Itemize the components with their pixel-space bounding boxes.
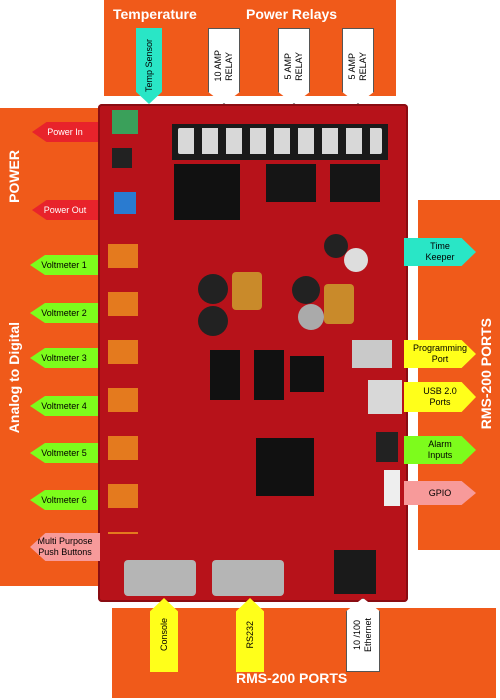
usb-line1: USB 2.0 [423,386,457,396]
capacitor-5 [324,234,348,258]
power-out-connector [114,192,136,214]
usb-line2: Ports [429,397,451,407]
capacitor-1 [198,274,228,304]
console-label: Console [150,598,178,672]
power-relays-title: Power Relays [246,6,338,22]
voltmeter-4-label: Voltmeter 4 [30,396,98,416]
push-buttons-line2: Push Buttons [38,547,92,557]
relay-5amp-1-line1: 5 AMP [283,52,293,80]
rs232-db9 [212,560,284,596]
power-in-connector [112,110,138,134]
analog-to-digital-title: Analog to Digital [6,322,22,434]
relay-10amp-line1: 10 AMP [213,50,223,82]
relay-5amp-label-2: 5 AMP RELAY [342,28,374,104]
time-keeper-line1: Time [430,241,450,251]
ic-chip-1 [210,350,240,400]
capacitor-4 [298,304,324,330]
relay-10amp-label: 10 AMP RELAY [208,28,240,104]
usb-ports-label: USB 2.0 Ports [404,382,476,412]
programming-port [352,340,392,368]
temp-sensor-label: Temp Sensor [136,28,162,104]
relay-10amp-line2: RELAY [224,51,234,81]
relay-5amp-1-line2: RELAY [294,51,304,81]
programming-line1: Programming [412,343,468,353]
ethernet-line2: Ethernet [363,617,373,653]
voltmeter-6-label: Voltmeter 6 [30,490,98,510]
right-ports-title: RMS-200 PORTS [478,318,494,430]
power-jack [112,148,132,168]
console-db9 [124,560,196,596]
inductor-coil [232,272,262,310]
relay-10amp [174,164,240,220]
push-buttons-label: Multi Purpose Push Buttons [30,533,100,561]
usb-ports [368,380,402,414]
voltmeter-2-label: Voltmeter 2 [30,303,98,323]
capacitor-2 [198,306,228,336]
rs232-label: RS232 [236,598,264,672]
alarm-inputs-label: Alarm Inputs [404,436,476,464]
inductor-coil-2 [324,284,354,324]
alarm-line2: Inputs [427,450,453,460]
push-buttons-line1: Multi Purpose [37,536,93,546]
bottom-ports-title: RMS-200 PORTS [236,670,348,686]
gpio-label: GPIO [404,481,476,505]
circuit-board [98,104,408,602]
relay-5amp-2 [330,164,380,202]
relay-5amp-2-line2: RELAY [358,51,368,81]
voltmeter-5-label: Voltmeter 5 [30,443,98,463]
voltmeter-1-label: Voltmeter 1 [30,255,98,275]
terminal-screws [178,128,382,154]
power-in-label: Power In [32,122,98,142]
voltmeter-3-label: Voltmeter 3 [30,348,98,368]
time-keeper-line2: Keeper [425,252,455,262]
gpio-header [384,470,400,506]
programming-port-label: Programming Port [404,340,476,368]
temperature-title: Temperature [113,6,197,22]
ethernet-label: 10 /100 Ethernet [346,598,380,672]
capacitor-6 [344,248,368,272]
power-title: POWER [6,150,22,203]
ethernet-jack [334,550,376,594]
alarm-line1: Alarm [428,439,452,449]
voltmeter-connectors [108,244,138,534]
processor-chip [256,438,314,496]
ic-chip-2 [254,350,284,400]
relay-5amp-label-1: 5 AMP RELAY [278,28,310,104]
relay-5amp-2-line1: 5 AMP [347,52,357,80]
power-out-label: Power Out [32,200,98,220]
ic-chip-3 [290,356,324,392]
ethernet-line1: 10 /100 [352,619,362,651]
alarm-inputs-header [376,432,398,462]
relay-5amp-1 [266,164,316,202]
capacitor-3 [292,276,320,304]
time-keeper-label: Time Keeper [404,238,476,266]
programming-line2: Port [431,354,449,364]
